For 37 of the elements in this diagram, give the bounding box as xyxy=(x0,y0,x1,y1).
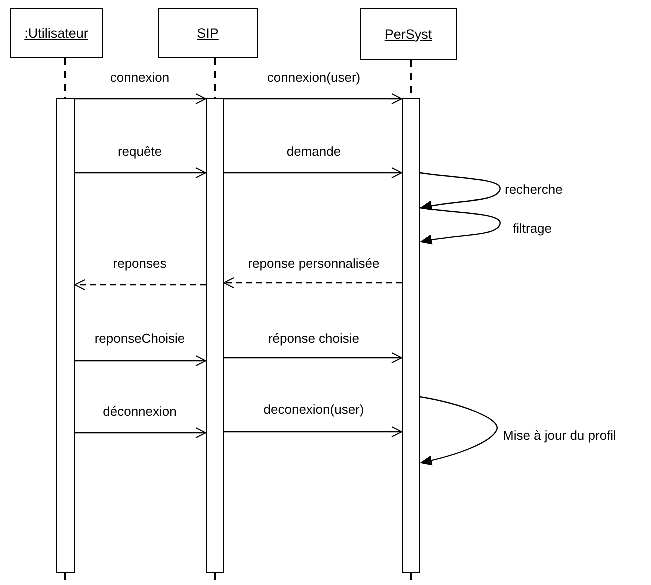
message-arrow xyxy=(75,94,206,104)
activation-bar xyxy=(402,98,420,573)
object-name: PerSyst xyxy=(384,26,432,42)
object-box xyxy=(158,8,258,58)
message-label: requête xyxy=(118,144,162,159)
lifeline xyxy=(64,58,66,98)
self-message-arrow xyxy=(420,396,498,466)
self-message-arrow xyxy=(420,207,501,245)
message-label: réponse choisie xyxy=(268,331,360,346)
message-arrow xyxy=(224,94,402,104)
object-box xyxy=(360,8,457,60)
message-arrow xyxy=(224,352,402,364)
message-label: connexion xyxy=(110,70,170,85)
object-name: :Utilisateur xyxy=(24,26,88,40)
lifeline xyxy=(214,58,216,98)
message-arrow xyxy=(75,168,206,178)
object-name: SIP xyxy=(197,26,219,40)
message-arrow xyxy=(75,428,206,438)
message-label: filtrage xyxy=(513,221,552,236)
message-arrow xyxy=(74,280,206,290)
message-arrow xyxy=(224,278,402,288)
message-label: connexion(user) xyxy=(267,70,361,85)
message-arrow xyxy=(224,168,402,178)
message-label: déconnexion xyxy=(103,404,177,419)
message-label: reponse personnalisée xyxy=(248,256,380,271)
message-label: demande xyxy=(286,144,342,159)
message-label: deconexion(user) xyxy=(264,402,364,417)
message-arrow xyxy=(224,426,402,438)
object-box xyxy=(10,8,103,58)
self-message-arrow xyxy=(420,172,501,211)
message-arrow xyxy=(75,356,206,366)
activation-bar xyxy=(206,98,224,573)
message-label: Mise à jour du profil xyxy=(503,428,616,443)
message-label: recherche xyxy=(505,182,563,197)
message-label: reponses xyxy=(113,256,167,271)
activation-bar xyxy=(56,98,75,573)
message-label: reponseChoisie xyxy=(94,331,186,346)
